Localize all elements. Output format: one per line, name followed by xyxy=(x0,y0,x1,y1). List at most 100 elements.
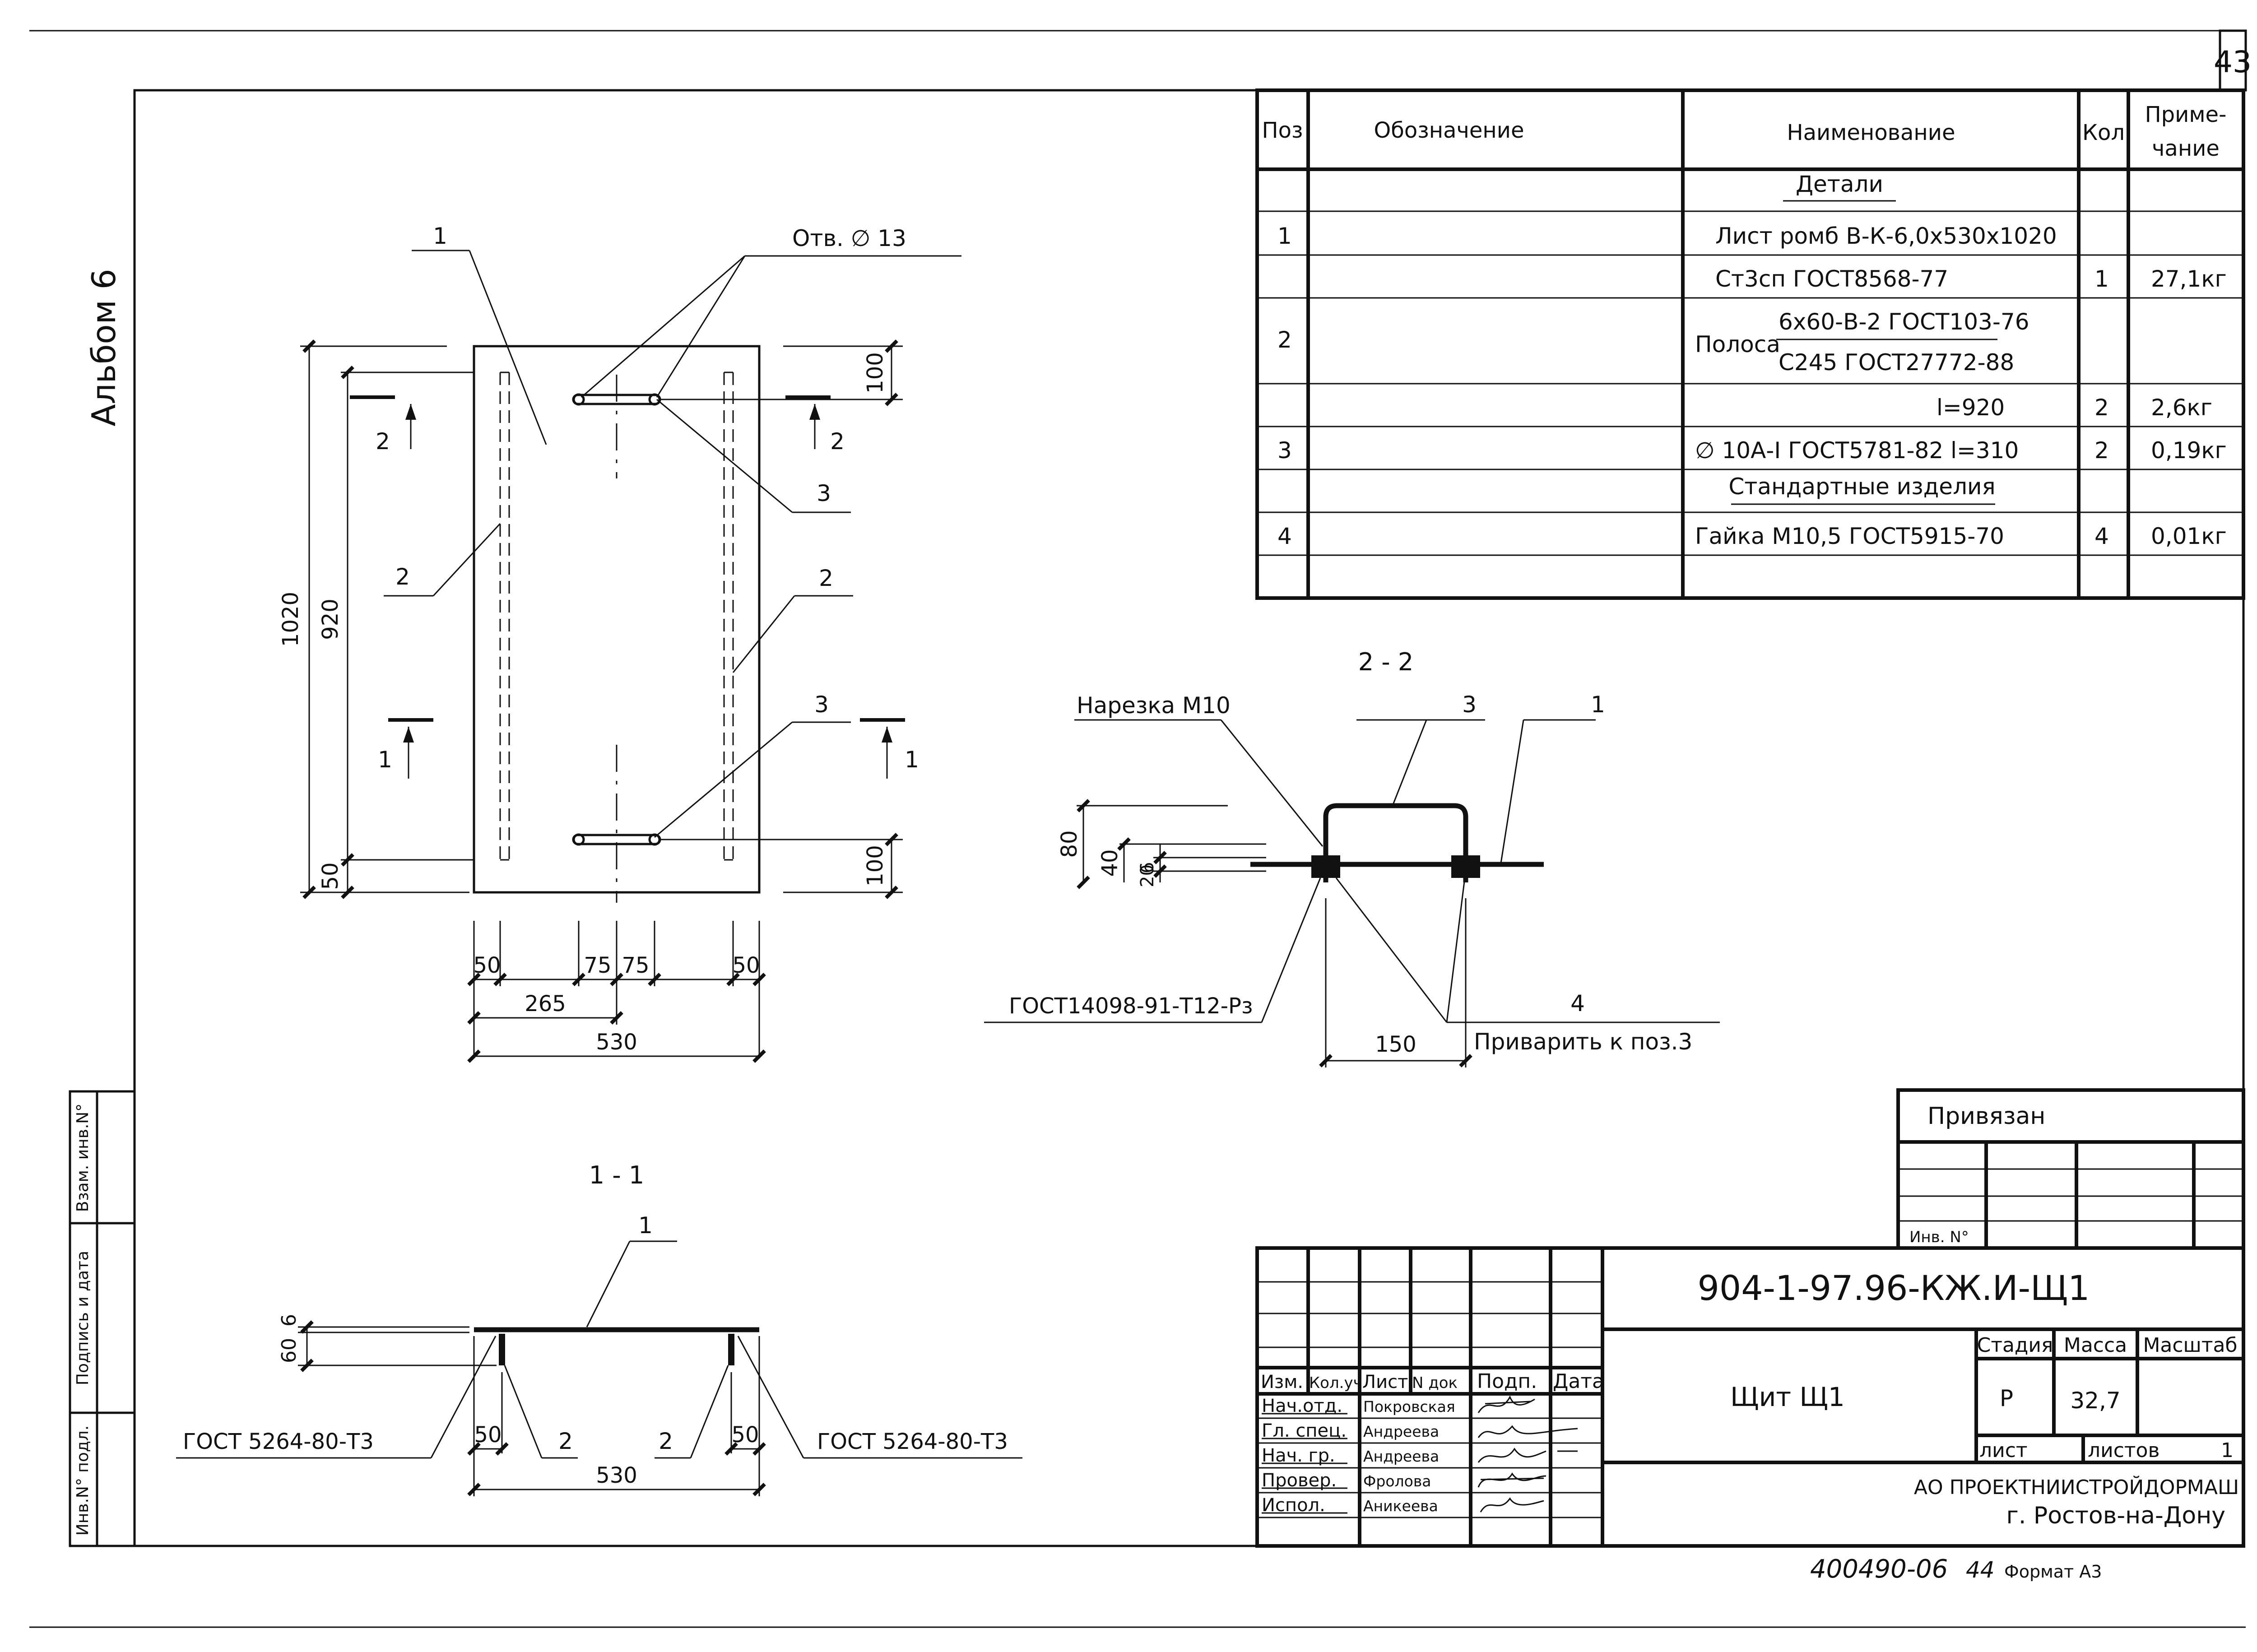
spec-row-pos: 1 xyxy=(1277,223,1292,249)
spec-row-pos: 2 xyxy=(1277,327,1292,353)
plan-dim-530: 530 xyxy=(596,1030,637,1055)
inv-no-label: Инв. N° xyxy=(1909,1228,1969,1246)
title-stage-label: Стадия xyxy=(1977,1334,2053,1357)
spec-row-qty: 2 xyxy=(2094,437,2109,464)
spec-row-name: Ст3сп ГОСТ8568-77 xyxy=(1715,266,1948,292)
stamp-podpis-data: Подпись и дата xyxy=(74,1251,92,1385)
section-1-1-title: 1 - 1 xyxy=(589,1161,645,1189)
side-stamp-block xyxy=(69,1090,136,1547)
title-list-label: лист xyxy=(1979,1439,2028,1462)
section-2-2-thread-label: Нарезка М10 xyxy=(1077,692,1231,719)
title-lists-label: листов xyxy=(2088,1439,2159,1462)
section-2-2-dim-20: 20 xyxy=(1137,864,1158,887)
spec-header-note-line1: Приме- xyxy=(2145,102,2227,127)
title-designation: 904-1-97.96-КЖ.И-Щ1 xyxy=(1698,1268,2090,1308)
plan-dim-75: 75 xyxy=(584,953,611,978)
spec-row-note: 27,1кг xyxy=(2151,266,2227,292)
section-2-2-dim-6: 6 xyxy=(1137,862,1158,873)
spec-row-note: 2,6кг xyxy=(2151,394,2212,421)
section-1-1-dim-50: 50 xyxy=(474,1422,502,1448)
section-1-1-pos-label: 2 xyxy=(558,1428,573,1454)
spec-row-qty: 4 xyxy=(2094,523,2109,549)
spec-row-name: l=920 xyxy=(1937,394,2005,421)
spec-header-designation: Обозначение xyxy=(1374,118,1524,143)
spec-row-name: Лист ромб В-К-6,0х530х1020 xyxy=(1715,223,2057,249)
title-role: Провер. xyxy=(1262,1470,1337,1491)
plan-dim-920: 920 xyxy=(318,599,343,640)
title-role: Гл. спец. xyxy=(1262,1420,1347,1441)
section-2-2-dim-80: 80 xyxy=(1057,830,1082,858)
stamp-vzam-inv: Взам. инв.N° xyxy=(74,1104,92,1212)
spec-header-note-line2: чание xyxy=(2152,136,2220,161)
plan-dim-100: 100 xyxy=(863,845,888,886)
signatures xyxy=(1477,1395,1578,1513)
title-org-name: АО ПРОЕКТНИИСТРОЙДОРМАШ xyxy=(1914,1475,2239,1499)
spec-row-name: Гайка М10,5 ГОСТ5915-70 xyxy=(1695,523,2004,549)
album-label: Альбом 6 xyxy=(85,269,123,426)
title-person-name: Аникеева xyxy=(1363,1497,1438,1515)
spec-row-note: 0,01кг xyxy=(2151,523,2227,549)
title-org-city: г. Ростов-на-Дону xyxy=(2006,1502,2226,1529)
spec-row-pos: 4 xyxy=(1277,523,1292,549)
spec-section-standard: Стандартные изделия xyxy=(1728,473,1995,500)
section-1-1-weld-right: ГОСТ 5264-80-Т3 xyxy=(817,1429,1008,1454)
sheet-frame xyxy=(29,29,2247,1628)
spec-row-name: ∅ 10А-I ГОСТ5781-82 l=310 xyxy=(1695,437,2019,464)
spec-row-name-prefix: Полоса xyxy=(1695,331,1780,357)
spec-header-name: Наименование xyxy=(1787,120,1955,145)
footer-archive-sheet: 44 xyxy=(1966,1557,1995,1583)
spec-header-qty: Кол xyxy=(2082,120,2125,145)
section-2-2-drawing xyxy=(984,719,1720,1067)
title-person-name: Покровская xyxy=(1363,1398,1455,1415)
title-person-name: Фролова xyxy=(1363,1472,1431,1490)
plan-hole-label: Отв. ∅ 13 xyxy=(792,225,906,251)
section-1-1-weld-left: ГОСТ 5264-80-Т3 xyxy=(183,1429,374,1454)
title-col-list: Лист xyxy=(1362,1372,1408,1392)
section-2-2-dim-150: 150 xyxy=(1375,1032,1416,1057)
plan-pos-label: 3 xyxy=(814,691,829,718)
plan-dim-100: 100 xyxy=(863,352,888,394)
plan-section-mark: 2 xyxy=(376,428,390,455)
spec-row-qty: 1 xyxy=(2094,266,2109,292)
section-2-2-pos-label: 1 xyxy=(1591,691,1605,718)
spec-row-qty: 2 xyxy=(2094,394,2109,421)
spec-row-name-top: 6х60-В-2 ГОСТ103-76 xyxy=(1779,309,2029,335)
title-person-name: Андреева xyxy=(1363,1423,1439,1440)
footer-archive-number: 400490-06 xyxy=(1810,1555,1948,1584)
sheet-number: 43 xyxy=(2214,45,2252,79)
section-1-1-dim-60: 60 xyxy=(278,1338,301,1363)
title-col-koluch: Кол.уч xyxy=(1309,1374,1362,1392)
title-scale-label: Масштаб xyxy=(2143,1334,2237,1357)
section-2-2-pos-label: 4 xyxy=(1570,990,1585,1016)
stamp-inv-podl: Инв.N° подл. xyxy=(74,1425,92,1536)
title-mass-value: 32,7 xyxy=(2070,1387,2120,1414)
title-col-data: Дата xyxy=(1553,1370,1604,1393)
plan-section-mark: 1 xyxy=(905,747,919,773)
title-person-name: Андреева xyxy=(1363,1448,1439,1465)
spec-row-pos: 3 xyxy=(1277,437,1292,464)
section-1-1-pos-label: 1 xyxy=(638,1212,653,1239)
plan-dim-265: 265 xyxy=(525,991,566,1016)
section-2-2-weld-label: ГОСТ14098-91-Т12-Рз xyxy=(1009,993,1253,1019)
spec-section-details: Детали xyxy=(1796,171,1883,197)
plan-section-mark: 2 xyxy=(830,428,845,455)
plan-section-mark: 1 xyxy=(378,747,392,773)
title-col-ndok: N док xyxy=(1412,1374,1458,1392)
plan-view xyxy=(300,250,961,1063)
plan-pos-label: 2 xyxy=(395,564,410,590)
title-mass-label: Масса xyxy=(2064,1334,2127,1357)
plan-dim-75: 75 xyxy=(622,953,649,978)
section-1-1-dim-50: 50 xyxy=(731,1422,759,1448)
title-col-izm: Изм. xyxy=(1261,1372,1303,1392)
title-lists-value: 1 xyxy=(2221,1439,2234,1462)
spec-header-pos: Поз xyxy=(1262,118,1303,143)
section-2-2-dim-40: 40 xyxy=(1097,849,1123,877)
spec-row-note: 0,19кг xyxy=(2151,437,2227,464)
section-1-1-dim-6: 6 xyxy=(278,1314,301,1327)
title-col-podp: Подп. xyxy=(1477,1370,1537,1393)
section-1-1-drawing xyxy=(176,1240,1022,1496)
footer-format: Формат А3 xyxy=(2004,1562,2102,1582)
title-block xyxy=(1255,1246,2245,1548)
plan-dim-50: 50 xyxy=(732,953,760,978)
